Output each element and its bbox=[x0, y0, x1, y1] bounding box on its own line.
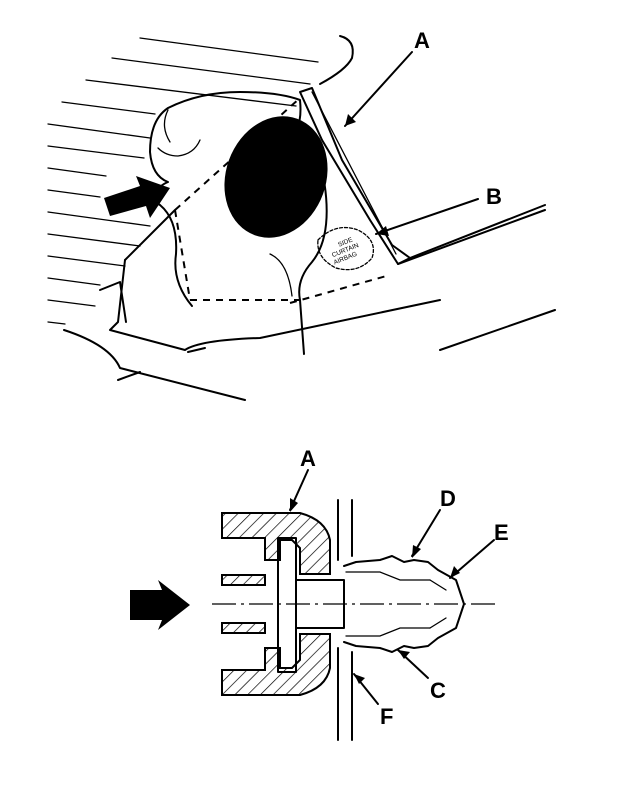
label-e: E bbox=[494, 520, 509, 545]
side-curtain-airbag-badge: SIDE CURTAIN AIRBAG bbox=[317, 226, 375, 271]
clip-shaft bbox=[295, 579, 345, 629]
label-a-bottom: A bbox=[300, 446, 316, 471]
headliner-hatching bbox=[47, 37, 319, 325]
label-c: C bbox=[430, 678, 446, 703]
upper-trim-edge bbox=[319, 35, 354, 85]
body-panel bbox=[337, 499, 353, 741]
top-illustration: SIDE CURTAIN AIRBAG A B bbox=[47, 28, 556, 401]
leader-a-top bbox=[344, 51, 413, 127]
label-f: F bbox=[380, 704, 393, 729]
push-arrow-top bbox=[104, 176, 170, 218]
label-a-top: A bbox=[414, 28, 430, 53]
leader-b-top bbox=[375, 198, 479, 235]
label-d: D bbox=[440, 486, 456, 511]
hand bbox=[149, 91, 328, 355]
clip-tip bbox=[343, 555, 465, 653]
label-b-top: B bbox=[486, 184, 502, 209]
clip-head bbox=[277, 537, 297, 673]
clip-cross-section: A D E C F bbox=[130, 446, 509, 741]
push-arrow-bottom bbox=[130, 580, 190, 630]
trim-section bbox=[221, 512, 331, 575]
lower-panel bbox=[109, 259, 441, 351]
hand-palm-shadow bbox=[224, 116, 328, 238]
